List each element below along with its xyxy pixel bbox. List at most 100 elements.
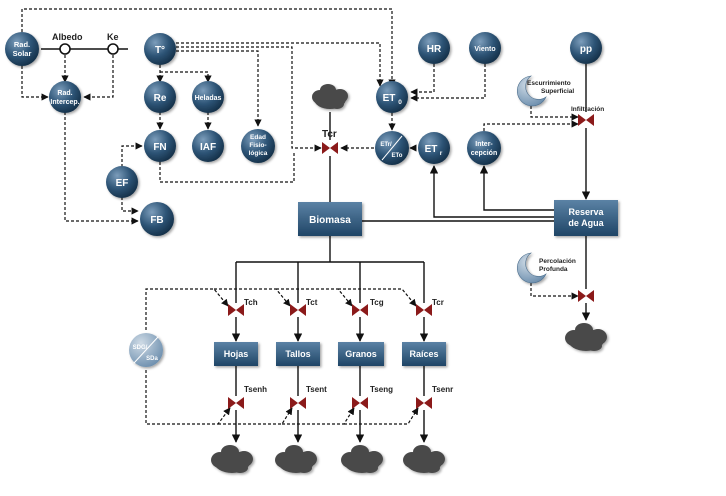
valve-tch: [228, 304, 244, 316]
rad-intercep-line1: Rad.: [57, 90, 72, 97]
tsenh-label: Tsenh: [244, 385, 267, 394]
cloud-tallos: [275, 445, 317, 473]
valve-tseng: [352, 397, 368, 409]
cloud-granos: [341, 445, 383, 473]
cloud-raices: [403, 445, 445, 473]
sdg-label: SDG/: [133, 345, 148, 351]
viento-node: [469, 32, 501, 64]
valve-infiltracion: [578, 114, 594, 126]
edad-node: [241, 129, 275, 163]
tallos-box: [276, 342, 320, 366]
cloud-percolacion: [565, 323, 607, 351]
pp-label: pp: [580, 44, 592, 55]
valve-tcr: [416, 304, 432, 316]
etr-eto-slash: [381, 135, 403, 161]
percolacion-source: [516, 252, 547, 284]
cloud-tcr: [312, 84, 348, 109]
t-label: T°: [155, 45, 165, 56]
valve-tsenh: [228, 397, 244, 409]
ef-label: EF: [116, 178, 129, 189]
et0-subscript: 0: [398, 99, 402, 106]
valve-tsenr: [416, 397, 432, 409]
percolacion-line2: Profunda: [539, 266, 568, 273]
valve-tcr-top: [322, 142, 338, 154]
rad-solar-line2: Solar: [13, 49, 32, 58]
boxes: [214, 200, 618, 366]
viento-label: Viento: [474, 46, 495, 53]
raices-box: [402, 342, 446, 366]
pp-node: [570, 32, 602, 64]
tsent-label: Tsent: [306, 385, 327, 394]
edad-line3: lógica: [249, 150, 268, 157]
valve-percolacion: [578, 290, 594, 302]
tcr-top-label: Tcr: [322, 129, 337, 140]
intercepcion-line2: cepción: [471, 150, 497, 157]
tallos-label: Tallos: [285, 349, 310, 359]
intercepcion-line1: Inter-: [475, 141, 493, 148]
fb-label: FB: [150, 215, 163, 226]
free-labels: Albedo Ke Tcr Escurrimiento Superficial …: [52, 32, 604, 394]
connectors: [21, 8, 591, 443]
etr-label: ET: [425, 144, 438, 155]
fn-node: [144, 130, 176, 162]
reserva-line1: Reserva: [568, 207, 604, 217]
tseng-label: Tseng: [370, 385, 393, 394]
heladas-node: [192, 81, 224, 113]
clouds: [211, 84, 607, 473]
infiltracion-label: Infiltración: [571, 106, 604, 113]
ke-junction: [107, 43, 119, 55]
heladas-label: Heladas: [195, 95, 222, 102]
ke-label: Ke: [107, 32, 119, 42]
sdg-sda-node: [129, 333, 163, 367]
intercepcion-node: [467, 131, 501, 165]
hojas-box: [214, 342, 258, 366]
hr-label: HR: [427, 44, 442, 55]
etr-eto-top: ETr/: [380, 142, 392, 148]
rad-solar-line1: Rad.: [14, 40, 30, 49]
granos-box: [338, 342, 384, 366]
granos-label: Granos: [345, 349, 377, 359]
raices-label: Raíces: [409, 349, 438, 359]
fn-label: FN: [153, 142, 166, 153]
etr-node: [418, 132, 450, 164]
rad-intercep-line2: Intercep.: [50, 99, 79, 106]
tsenr-label: Tsenr: [432, 385, 453, 394]
rad-solar-node: [5, 32, 39, 66]
et0-label: ET: [383, 93, 396, 104]
circle-nodes: [5, 32, 602, 236]
ef-node: [106, 166, 138, 198]
escurrimiento-source: [516, 75, 547, 107]
edad-line2: Fisio-: [249, 142, 266, 149]
rad-intercep-node: [49, 81, 81, 113]
valve-tcg: [352, 304, 368, 316]
et0-node: [376, 81, 408, 113]
edad-line1: Edad: [250, 134, 266, 141]
escurrimiento-line2: Superficial: [541, 88, 574, 95]
cloud-hojas: [211, 445, 253, 473]
hr-node: [418, 32, 450, 64]
box-texts: Biomasa Reserva de Agua Hojas Tallos Gra…: [224, 207, 605, 359]
tcg-label: Tcg: [370, 298, 384, 307]
albedo-label: Albedo: [52, 32, 83, 42]
half-sources: [129, 75, 547, 367]
re-label: Re: [154, 93, 167, 104]
tct-label: Tct: [306, 298, 318, 307]
valve-tct: [290, 304, 306, 316]
fb-node: [140, 202, 174, 236]
tch-label: Tch: [244, 298, 258, 307]
etr-subscript: r: [440, 150, 443, 157]
etr-eto-bottom: ETo: [392, 153, 403, 159]
iaf-node: [192, 130, 224, 162]
biomasa-label: Biomasa: [309, 215, 351, 226]
escurrimiento-line1: Escurrimiento: [527, 80, 571, 87]
valves: [228, 114, 594, 409]
hojas-label: Hojas: [224, 349, 249, 359]
valve-tsent: [290, 397, 306, 409]
percolacion-line1: Percolación: [539, 258, 576, 265]
t-node: [144, 33, 176, 65]
reserva-box: [554, 200, 618, 236]
iaf-label: IAF: [200, 142, 216, 153]
biomasa-box: [298, 202, 362, 236]
circle-texts: Rad. Solar Rad. Intercep. T° Re Heladas …: [13, 40, 592, 362]
